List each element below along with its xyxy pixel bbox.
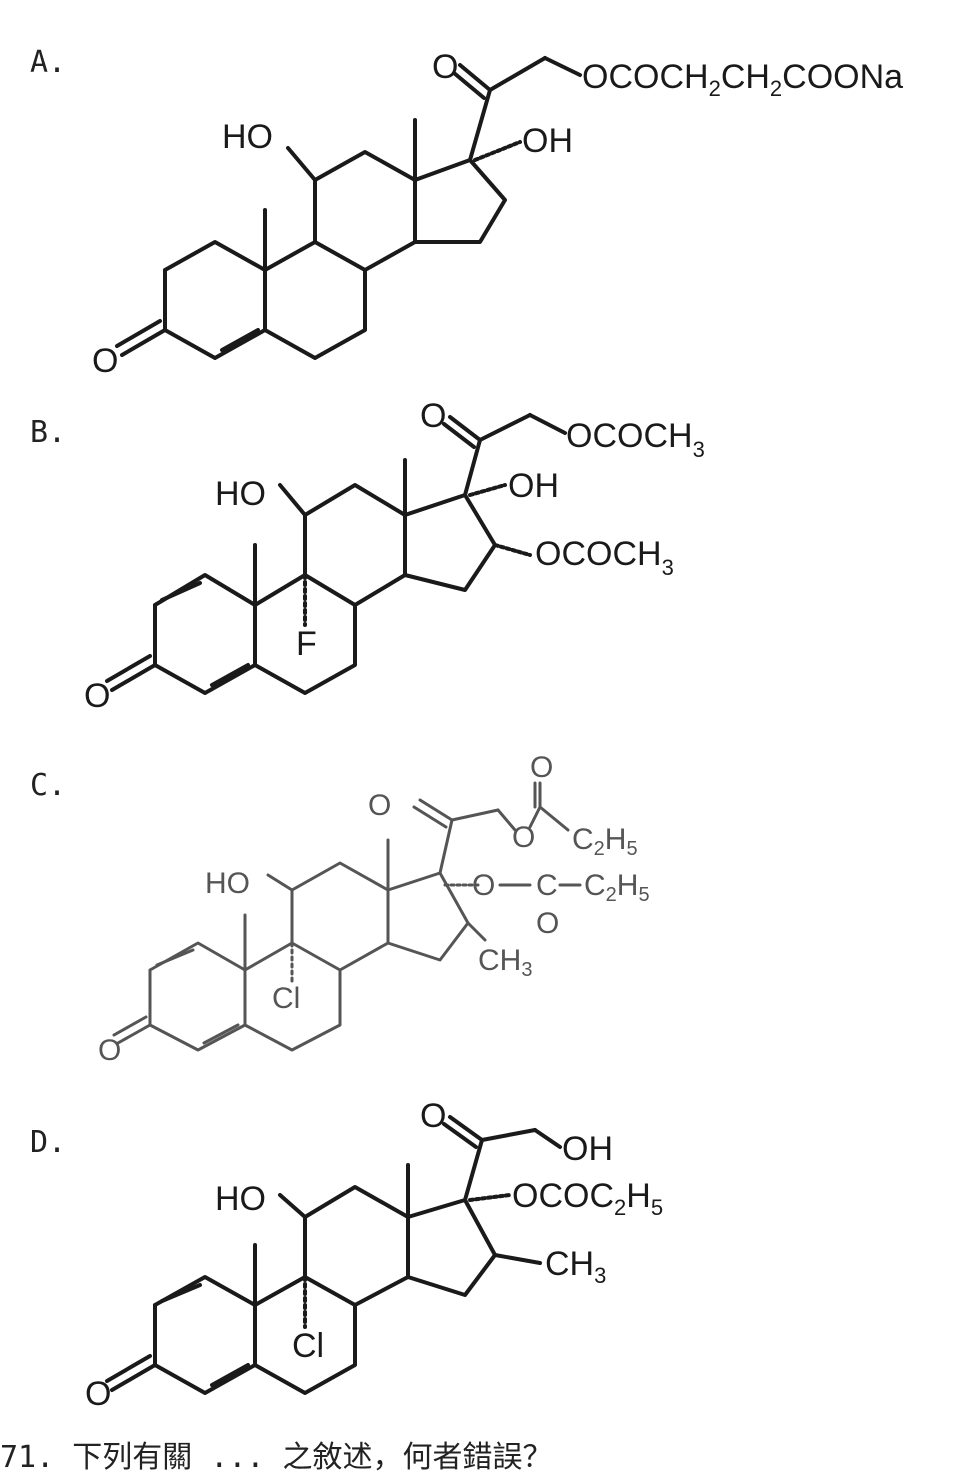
d-o3: O [85,1375,111,1413]
d-methyl: CH3 [545,1245,606,1288]
c-o-link2: O [472,869,495,902]
d-ketone-o: O [420,1097,446,1135]
a-o3: O [92,342,118,380]
c-o3: O [98,1034,121,1067]
a-ketone-o: O [432,48,458,86]
question-text: 71. 下列有關 ... 之敘述，何者錯誤？ [0,1440,553,1472]
c-chlorine: Cl [272,982,300,1015]
c-o-bottom: O [536,907,559,940]
option-b-label: B. [30,415,67,450]
b-fluorine: F [296,625,317,663]
b-oh: OH [508,467,559,505]
option-c-label: C. [30,768,67,803]
structure-a: O OCOCH2CH2COONa HO OH O [92,48,903,380]
b-ester-top: OCOCH3 [566,417,705,462]
d-chlorine: Cl [292,1327,324,1365]
c-carbon: C [536,869,558,902]
a-side-chain: OCOCH2CH2COONa [582,58,903,101]
c-ethyl-mid: C2H5 [584,869,650,906]
c-o-top: O [530,751,553,784]
b-o3: O [84,677,110,715]
b-ester-ring: OCOCH3 [535,535,674,580]
c-methyl: CH3 [478,944,532,981]
structure-d: O OH OCOC2H5 HO CH3 Cl O [85,1097,663,1413]
b-ho: HO [215,475,266,513]
structure-b: O OCOCH3 HO OH OCOCH3 F O [84,397,705,715]
c-ho: HO [205,867,250,900]
a-oh: OH [522,122,573,160]
d-ester: OCOC2H5 [512,1177,663,1220]
c-o-link: O [512,821,535,854]
d-oh-top: OH [562,1130,613,1168]
a-ho: HO [222,118,273,156]
structure-c: O O O C2H5 HO O C C2H5 O CH3 Cl O [98,751,650,1067]
c-ketone-o: O [368,789,391,822]
option-d-label: D. [30,1125,67,1160]
b-ketone-o: O [420,397,446,435]
option-a-label: A. [30,45,67,80]
c-ethyl-top: C2H5 [572,823,638,860]
d-ho: HO [215,1180,266,1218]
